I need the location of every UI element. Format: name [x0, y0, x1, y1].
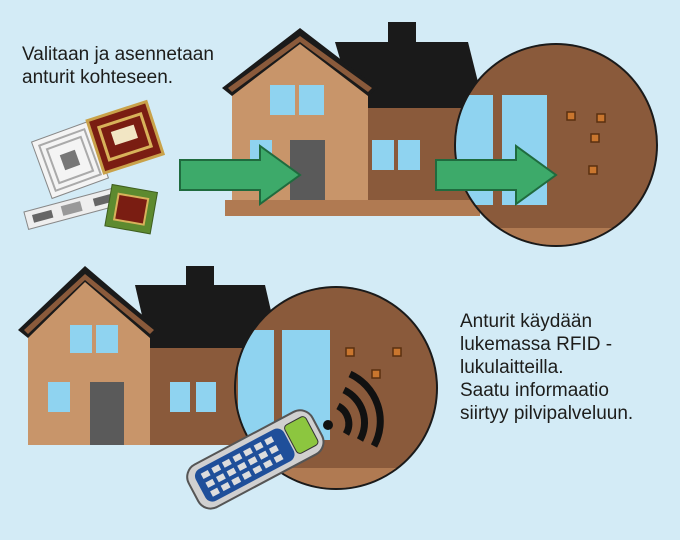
sensor-dots [566, 111, 606, 175]
rfid-reader-icon [186, 409, 325, 510]
arrow-icon [179, 144, 558, 206]
magnified-wall-top [454, 43, 658, 247]
step1-caption: Valitaan ja asennetaan anturit kohteseen… [22, 44, 214, 88]
step2-caption: Anturit käydään lukemassa RFID - lukulai… [460, 311, 634, 424]
wireless-signal-icon [323, 370, 384, 448]
magnified-wall-bottom [234, 286, 438, 490]
house-bottom [18, 266, 280, 445]
rfid-tags-icon [23, 99, 166, 235]
